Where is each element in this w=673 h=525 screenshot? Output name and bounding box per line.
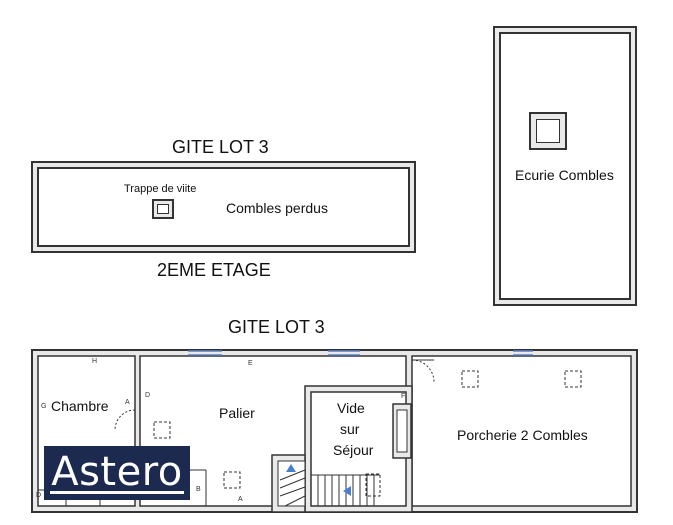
marker-g: G [41, 403, 47, 410]
marker-b: B [196, 486, 201, 493]
logo-text: Astero [51, 449, 183, 495]
combles-perdus-label: Combles perdus [226, 200, 328, 216]
windows [188, 350, 533, 356]
vide-room [310, 391, 407, 507]
chambre-label: Chambre [51, 398, 109, 414]
chimney-inner [396, 409, 408, 453]
porcherie-label: Porcherie 2 Combles [457, 427, 588, 443]
marker-a1: A [125, 399, 130, 406]
stair-arrow-left [343, 486, 351, 496]
astero-logo: Astero [44, 446, 190, 500]
palier-hatch-2 [223, 471, 241, 489]
ecurie-hatch-icon [529, 112, 567, 150]
top-plan-title: GITE LOT 3 [172, 137, 269, 157]
palier-hatch-1 [153, 421, 171, 439]
porcherie-room [411, 355, 632, 507]
chambre-door-arc [114, 409, 136, 431]
porcherie-door-arc [411, 359, 435, 383]
ecurie-room [499, 32, 631, 300]
vide-label-line3: Séjour [333, 442, 374, 458]
marker-f: F [401, 393, 406, 400]
vide-label-line1: Vide [337, 400, 365, 416]
bottom-plan-title: GITE LOT 3 [228, 317, 325, 337]
floor-label: 2EME ETAGE [157, 260, 271, 280]
ecurie-label: Ecurie Combles [515, 167, 614, 183]
marker-d2: D [36, 492, 42, 499]
marker-e: E [248, 360, 253, 367]
logo-underline [50, 491, 184, 494]
hatch-label: Trappe de viite [124, 183, 197, 195]
staircase [279, 469, 380, 507]
porcherie-hatch-1 [461, 370, 479, 388]
hatch-icon [152, 199, 174, 219]
vide-label-line2: sur [340, 421, 360, 437]
porcherie-hatch-2 [564, 370, 582, 388]
marker-d: D [145, 392, 151, 399]
stair-dashed-box [365, 473, 381, 497]
marker-h: H [92, 358, 98, 365]
marker-a2: A [238, 496, 243, 503]
combles-perdus-room [37, 167, 410, 247]
stair-arrow-up [286, 464, 296, 472]
palier-label: Palier [219, 405, 255, 421]
